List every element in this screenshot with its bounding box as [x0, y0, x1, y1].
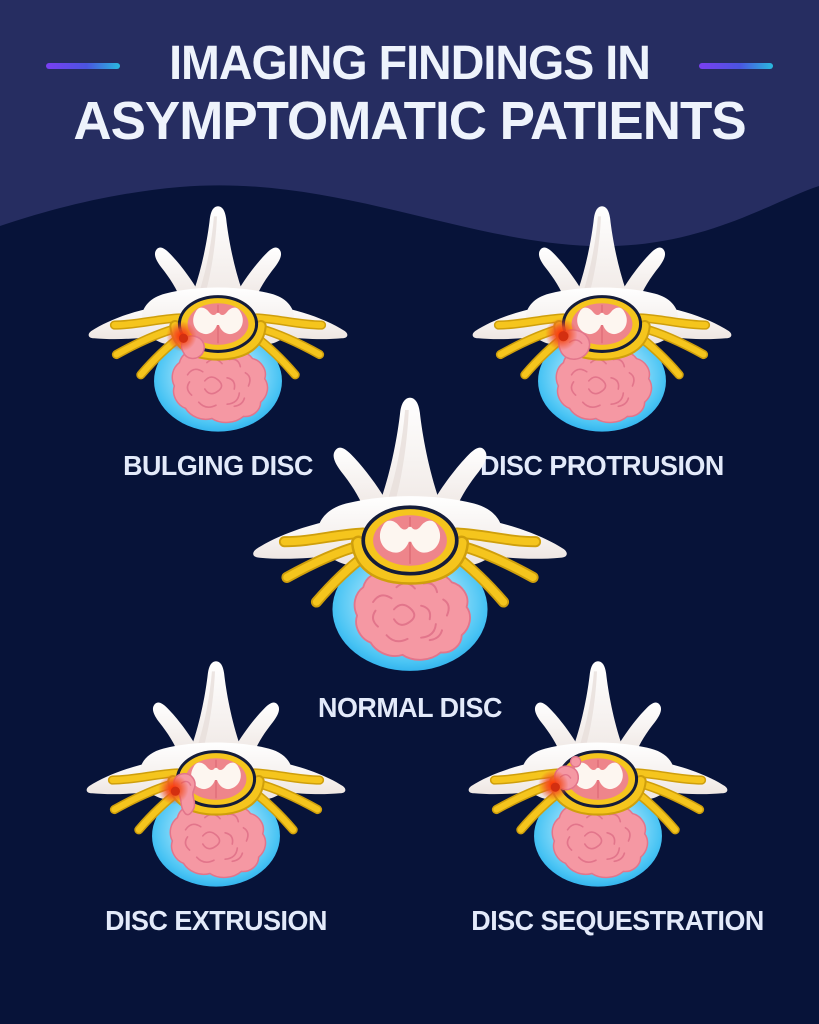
figure-label-normal-disc: NORMAL DISC — [318, 692, 502, 723]
figure-label-bulging-disc: BULGING DISC — [123, 450, 313, 481]
figure-disc-sequestration: DISC SEQUESTRATION — [466, 655, 764, 937]
disc-sequestration-illustration — [466, 655, 730, 899]
figure-label-disc-extrusion: DISC EXTRUSION — [105, 905, 327, 936]
figure-label-disc-sequestration: DISC SEQUESTRATION — [471, 905, 764, 936]
accent-dash-left — [46, 63, 120, 69]
accent-dash-right — [699, 63, 773, 69]
figure-label-disc-protrusion: DISC PROTRUSION — [480, 450, 724, 481]
page-title-line1: IMAGING FINDINGS IN — [169, 37, 651, 90]
header-wave-background — [0, 0, 819, 247]
figure-disc-extrusion: DISC EXTRUSION — [84, 655, 348, 937]
figure-bulging-disc: BULGING DISC — [86, 200, 350, 482]
figure-normal-disc: NORMAL DISC — [250, 390, 570, 724]
page-title-line2: ASYMPTOMATIC PATIENTS — [73, 91, 746, 151]
normal-disc-illustration — [250, 390, 570, 686]
header: IMAGING FINDINGS IN ASYMPTOMATIC PATIENT… — [0, 0, 819, 148]
figure-disc-protrusion: DISC PROTRUSION — [470, 200, 734, 482]
disc-extrusion-illustration — [84, 655, 348, 899]
